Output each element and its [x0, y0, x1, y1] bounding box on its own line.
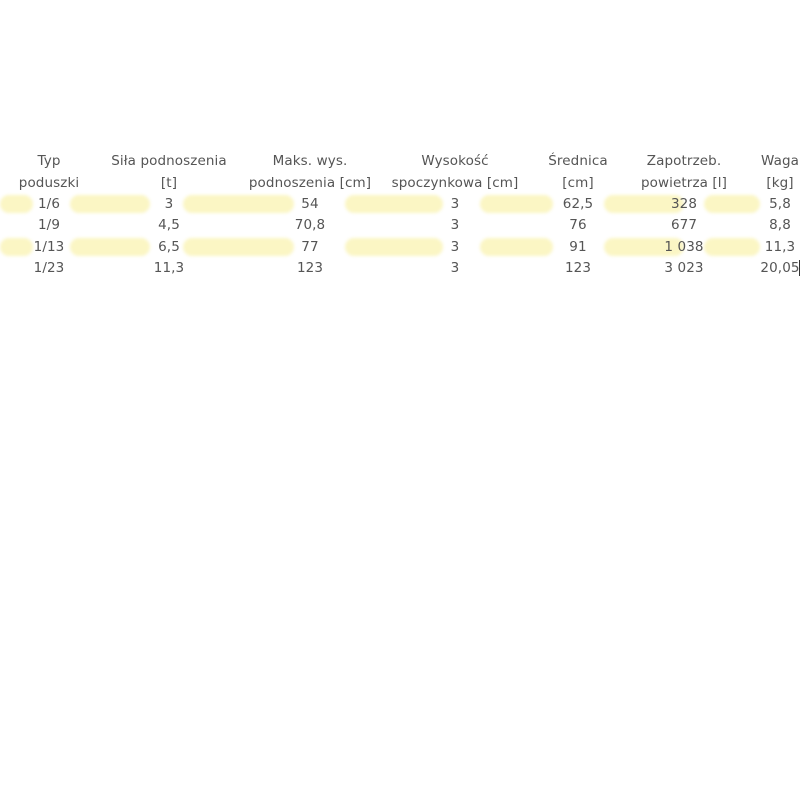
table-cell: 1 038 [664, 239, 704, 255]
table-cell: 3 [450, 239, 460, 255]
table-cell: 5,8 [769, 196, 791, 212]
row-highlight [480, 195, 553, 213]
row-highlight [0, 195, 33, 213]
table-cell: 1/6 [37, 196, 61, 212]
table-cell: 54 [301, 196, 319, 212]
row-highlight [480, 238, 553, 256]
table-cell: 11,3 [153, 260, 185, 276]
table-cell: 328 [670, 196, 698, 212]
table-cell: 123 [296, 260, 324, 276]
column-header-line1: Wysokość [421, 153, 489, 169]
row-highlight [345, 195, 443, 213]
table-cell: 11,3 [764, 239, 796, 255]
table-cell: 3 [450, 217, 460, 233]
column-header-line2: spoczynkowa [cm] [391, 175, 519, 191]
table-cell: 677 [670, 217, 698, 233]
table-cell: 77 [301, 239, 319, 255]
column-header-line1: Waga [761, 153, 799, 169]
row-highlight [704, 238, 760, 256]
row-highlight [704, 195, 760, 213]
column-header-line2: poduszki [18, 175, 80, 191]
table-cell: 6,5 [158, 239, 180, 255]
row-highlight [70, 195, 150, 213]
column-header-line1: Typ [37, 153, 61, 169]
column-header-line1: Maks. wys. [272, 153, 348, 169]
column-header-line2: [t] [160, 175, 178, 191]
column-header-line2: [cm] [562, 175, 594, 191]
table-cell: 1/23 [33, 260, 65, 276]
column-header-line1: Siła podnoszenia [111, 153, 227, 169]
table-cell: 1/13 [33, 239, 65, 255]
table-cell: 3 [164, 196, 174, 212]
table-cell: 62,5 [562, 196, 594, 212]
table-cell: 4,5 [158, 217, 180, 233]
row-highlight [70, 238, 150, 256]
column-header-line2: podnoszenia [cm] [248, 175, 372, 191]
table-cell: 70,8 [294, 217, 326, 233]
column-header-line1: Zapotrzeb. [646, 153, 722, 169]
table-cell: 76 [569, 217, 587, 233]
table-cell: 91 [569, 239, 587, 255]
table-cell: 1/9 [37, 217, 61, 233]
row-highlight [183, 195, 294, 213]
column-header-line1: Średnica [548, 153, 608, 169]
row-highlight [345, 238, 443, 256]
column-header-line2: powietrza [l] [640, 175, 728, 191]
table-cell: 3 [450, 196, 460, 212]
table-cell: 3 [450, 260, 460, 276]
table-cell: 20,05 [760, 260, 800, 276]
table-cell: 3 023 [664, 260, 704, 276]
table-cell: 123 [564, 260, 592, 276]
column-header-line2: [kg] [766, 175, 794, 191]
row-highlight [604, 238, 684, 256]
row-highlight [183, 238, 294, 256]
row-highlight [0, 238, 33, 256]
table-cell: 8,8 [769, 217, 791, 233]
row-highlight [604, 195, 684, 213]
